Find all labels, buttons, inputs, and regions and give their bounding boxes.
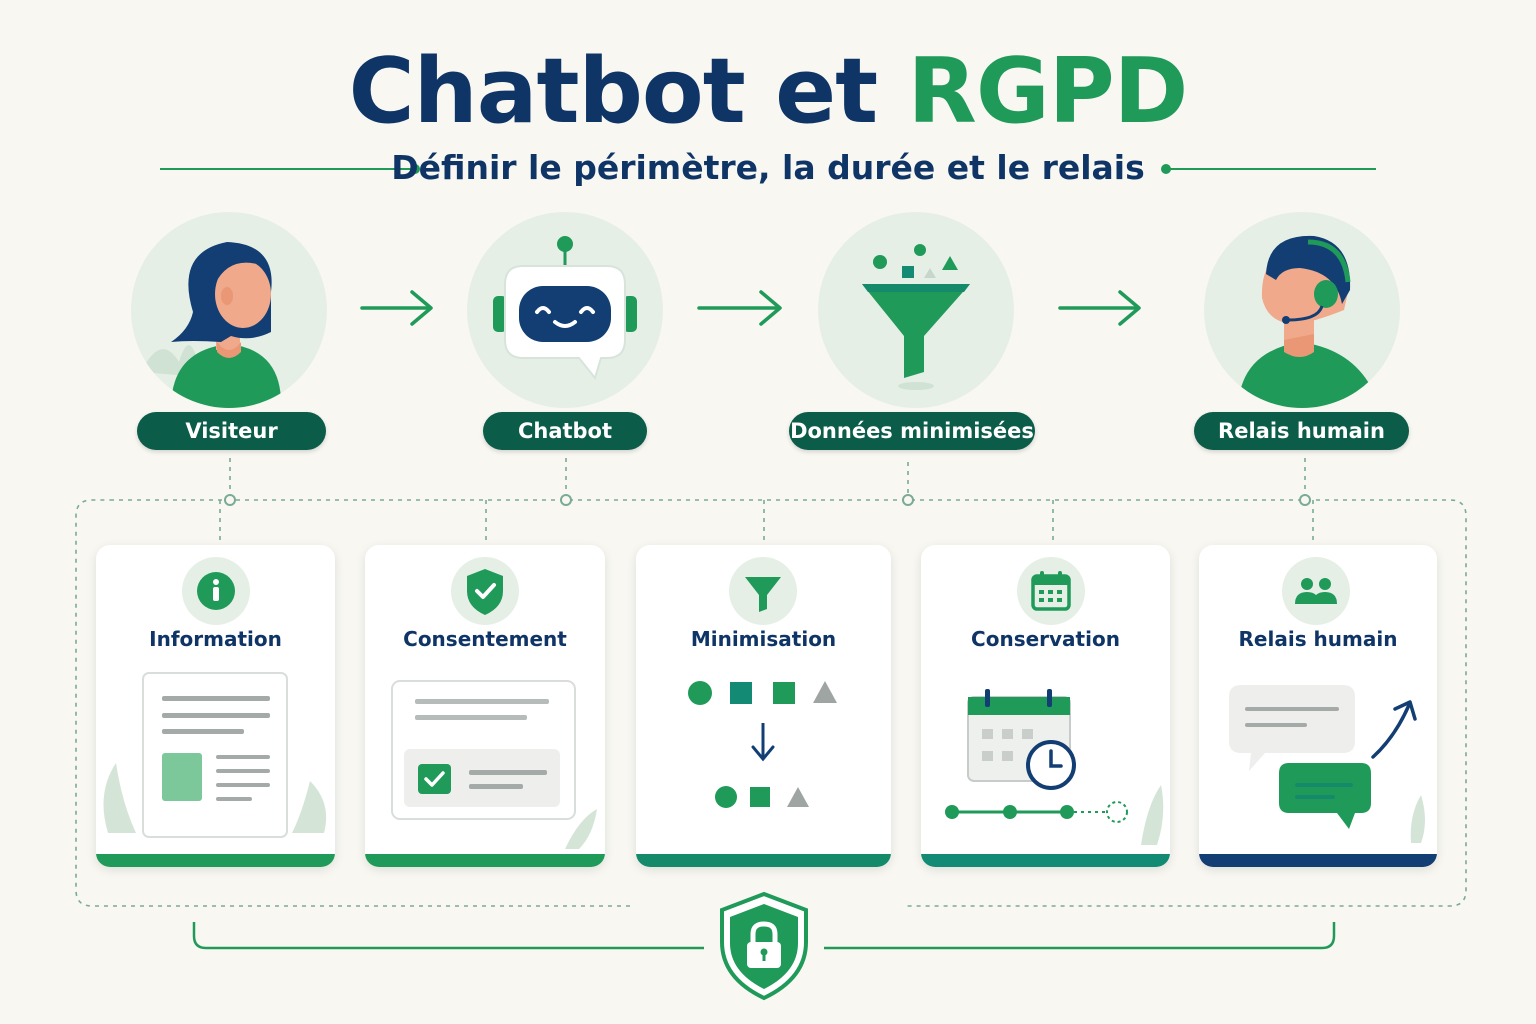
flow-step-visitor: Visiteur [137, 412, 326, 450]
funnel-icon [862, 244, 970, 390]
document-illustration [103, 672, 327, 838]
card-title: Relais humain [1238, 627, 1398, 651]
arrow-right-icon [360, 290, 433, 326]
title-main: Chatbot et [348, 39, 908, 144]
card-title: Consentement [403, 627, 567, 651]
page-subtitle: Définir le périmètre, la durée et le rel… [391, 148, 1145, 187]
flow-step-human-relay: Relais humain [1194, 412, 1409, 450]
card-minimization: Minimisation [636, 545, 891, 867]
page-title: Chatbot et RGPD [0, 42, 1536, 142]
shield-lock-icon [720, 891, 808, 1001]
card-human-relay: Relais humain [1199, 545, 1437, 867]
card-accent-bar [1199, 854, 1437, 867]
title-accent: RGPD [907, 39, 1189, 144]
robot-chat-icon [493, 236, 637, 381]
subtitle-lines [160, 164, 1376, 174]
card-retention: Conservation [921, 545, 1170, 867]
visitor-woman-icon [141, 242, 282, 408]
filter-icon [729, 557, 797, 625]
retention-illustration [945, 689, 1164, 845]
agent-avatar [1204, 212, 1400, 408]
people-icon [1282, 557, 1350, 625]
card-accent-bar [921, 854, 1170, 867]
card-title: Information [149, 627, 282, 651]
chat-handoff-illustration [1229, 685, 1425, 843]
arrow-right-icon [697, 290, 782, 326]
calendar-icon [1017, 557, 1085, 625]
card-information: Information [96, 545, 335, 867]
info-icon [182, 557, 250, 625]
agent-headset-icon [1238, 235, 1380, 408]
visitor-avatar [131, 212, 327, 408]
card-title: Minimisation [690, 627, 837, 651]
flow-step-chatbot: Chatbot [483, 412, 647, 450]
card-accent-bar [636, 854, 891, 867]
consent-form-illustration [391, 680, 597, 849]
card-accent-bar [365, 854, 605, 867]
card-consent: Consentement [365, 545, 605, 867]
minimization-illustration [688, 681, 837, 808]
card-accent-bar [96, 854, 335, 867]
data-avatar [818, 212, 1014, 408]
shield-check-icon [451, 557, 519, 625]
arrow-right-icon [1058, 290, 1141, 326]
card-title: Conservation [971, 627, 1120, 651]
flow-step-data-minimized: Données minimisées [789, 412, 1035, 450]
chatbot-avatar [467, 212, 663, 408]
